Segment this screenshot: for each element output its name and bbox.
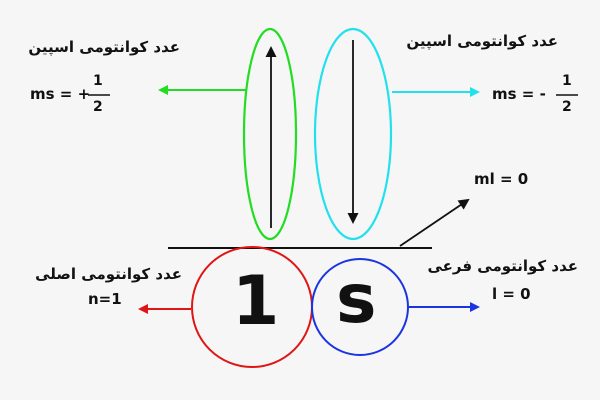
azimuthal-label: عدد کوانتومی فرعی (427, 257, 578, 275)
spin-up-label: عدد کوانتومی اسپین (28, 38, 180, 56)
spin-down-equation: ms = - (492, 85, 546, 103)
spin-up-equation: ms = + (30, 85, 91, 103)
magnetic-label: ml = 0 (474, 170, 529, 188)
spin-up-ellipse (242, 27, 298, 241)
principal-symbol: 1 (232, 262, 280, 341)
azimuthal-symbol: s (336, 260, 377, 339)
spin-down-label: عدد کوانتومی اسپین (406, 32, 558, 50)
spin-down-ellipse (313, 27, 393, 241)
principal-label: عدد کوانتومی اصلی (35, 265, 182, 283)
magnetic-arrow (399, 198, 470, 247)
principal-value: n=1 (88, 290, 122, 308)
spin-down-numerator: 1 (562, 73, 572, 89)
spin-up-denominator: 2 (93, 99, 103, 115)
azimuthal-value: l = 0 (492, 285, 531, 303)
spin-down-denominator: 2 (562, 99, 572, 115)
spin-up-numerator: 1 (93, 73, 103, 89)
